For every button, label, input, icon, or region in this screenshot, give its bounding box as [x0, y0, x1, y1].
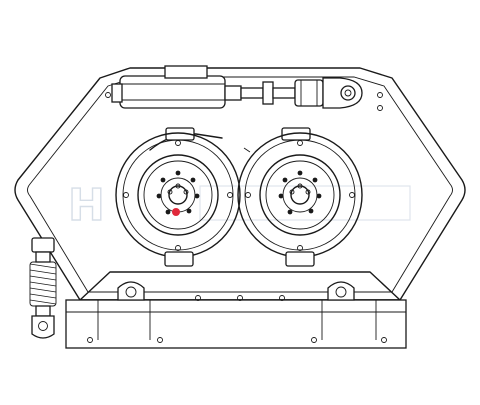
right-roller [237, 127, 363, 267]
hydraulic-cylinder [111, 65, 363, 109]
spring-damper [29, 237, 57, 339]
right-roller-bolts [278, 170, 322, 215]
left-roller [115, 127, 241, 267]
housing [14, 67, 466, 301]
left-roller-bolts [156, 170, 200, 215]
base-frame [65, 271, 407, 349]
inspection-marker [172, 208, 180, 216]
watermark: H [67, 179, 411, 232]
watermark-text: H [68, 180, 108, 231]
